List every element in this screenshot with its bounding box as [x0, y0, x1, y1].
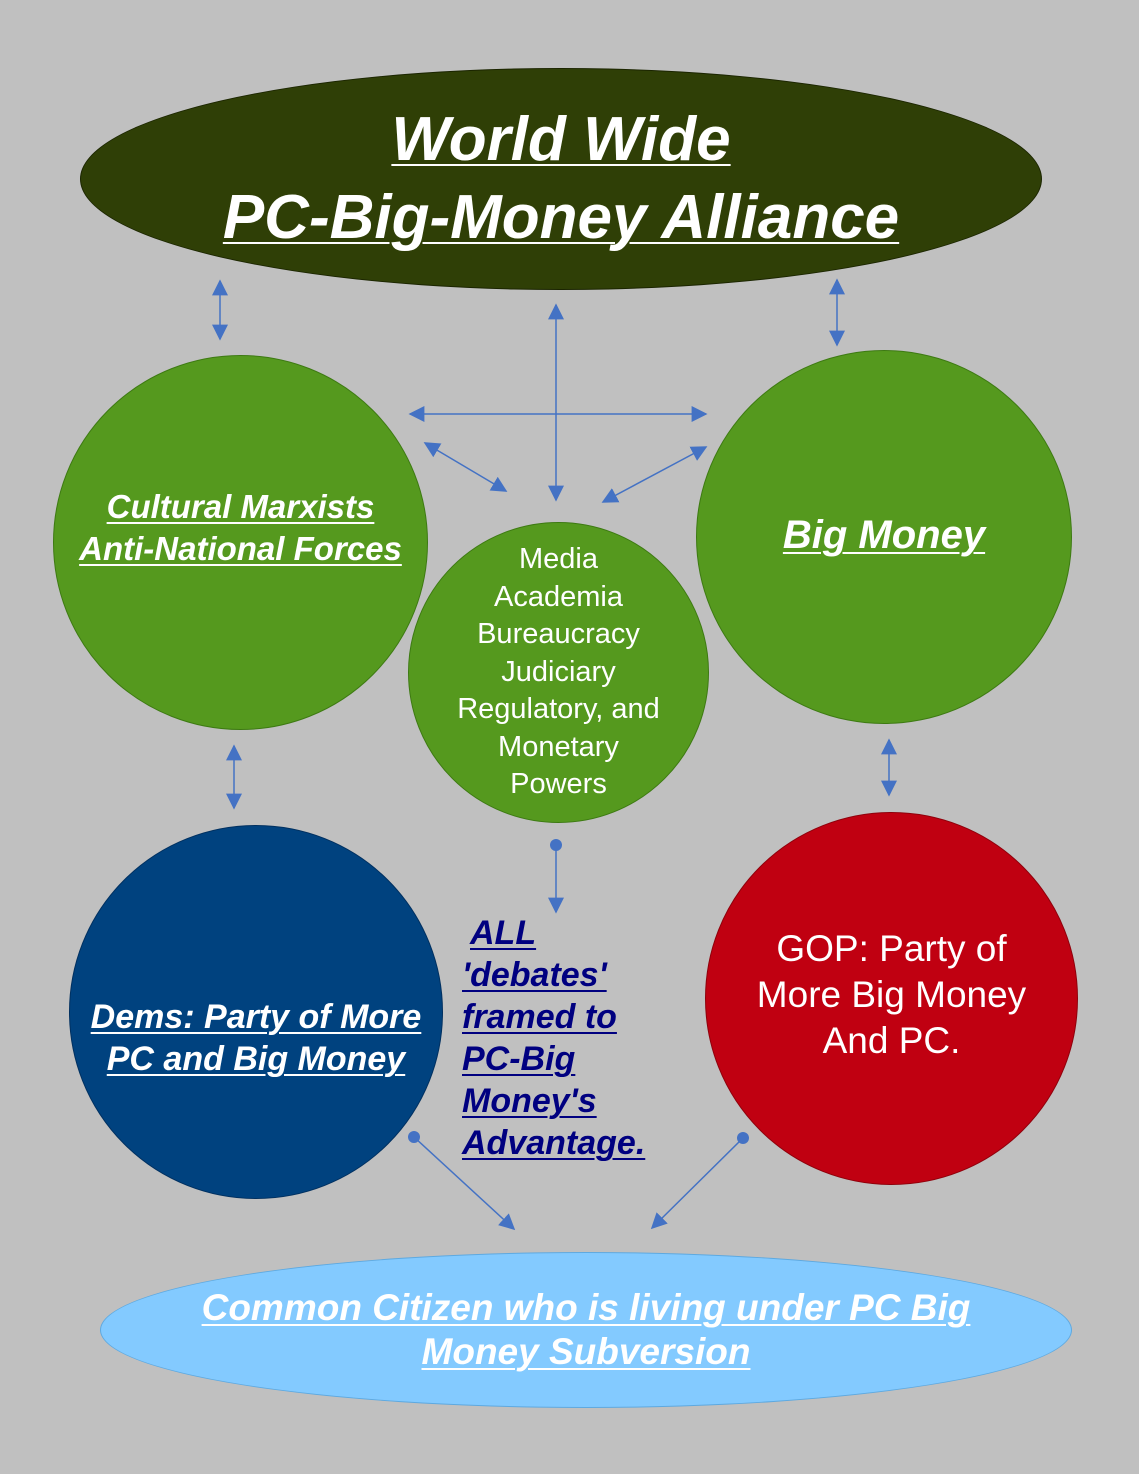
big-money-circle: Big Money — [696, 350, 1072, 724]
world-alliance-title-line-2: PC-Big-Money Alliance — [222, 183, 900, 252]
arrow-gop-to-citizen — [650, 1132, 749, 1230]
common-citizen-label-line-2: Money Subversion — [421, 1331, 751, 1372]
institutions-label-line-3: Bureaucracy — [477, 618, 640, 651]
dems-label-line-1: Dems: Party of More — [90, 998, 422, 1036]
cultural-marxists-circle: Cultural Marxists Anti-National Forces — [53, 355, 428, 730]
gop-label-line-3: And PC. — [822, 1020, 961, 1061]
world-alliance-ellipse: World Wide PC-Big-Money Alliance — [80, 68, 1042, 290]
debates-note-line-2: 'debates' — [462, 956, 607, 994]
common-citizen-label-line-1: Common Citizen who is living under PC Bi… — [201, 1287, 971, 1328]
arrow-left-to-center — [423, 442, 508, 492]
institutions-circle: Media Academia Bureaucracy Judiciary Reg… — [408, 522, 709, 823]
institutions-label-line-4: Judiciary — [501, 655, 616, 688]
cultural-marxists-label-line-2: Anti-National Forces — [79, 529, 402, 567]
dems-label-line-2: PC and Big Money — [106, 1040, 406, 1078]
institutions-label-line-2: Academia — [494, 580, 623, 613]
debates-note-line-3: framed to — [462, 998, 617, 1036]
arrow-dems-to-citizen — [408, 1131, 516, 1231]
debates-note-line-4: PC-Big — [462, 1040, 576, 1078]
institutions-label-line-6: Monetary — [498, 730, 619, 763]
cultural-marxists-label-line-1: Cultural Marxists — [106, 487, 375, 525]
common-citizen-ellipse: Common Citizen who is living under PC Bi… — [100, 1252, 1072, 1408]
debates-note-line-5: Money's — [462, 1082, 597, 1120]
gop-circle: GOP: Party of More Big Money And PC. — [705, 812, 1078, 1185]
gop-label-line-2: More Big Money — [756, 974, 1027, 1015]
big-money-label: Big Money — [782, 513, 986, 557]
institutions-label-line-5: Regulatory, and — [457, 693, 660, 726]
arrow-gop-to-citizen-dot — [737, 1132, 749, 1144]
arrow-center-to-debates-dot — [550, 839, 562, 851]
arrow-center-to-debates — [548, 839, 564, 914]
institutions-label-line-7: Powers — [510, 768, 607, 801]
debates-note-line-1: ALL — [470, 914, 537, 952]
gop-label-line-1: GOP: Party of — [776, 928, 1007, 969]
debates-note-line-6: Advantage. — [462, 1124, 646, 1162]
debates-note: ALL 'debates' framed to PC-Big Money's A… — [462, 912, 702, 1164]
dems-circle: Dems: Party of More PC and Big Money — [69, 825, 443, 1199]
world-alliance-title-line-1: World Wide — [391, 105, 731, 174]
institutions-label-line-1: Media — [519, 543, 598, 576]
arrow-right-to-center — [601, 446, 708, 503]
arrow-dems-to-citizen-dot — [408, 1131, 420, 1143]
